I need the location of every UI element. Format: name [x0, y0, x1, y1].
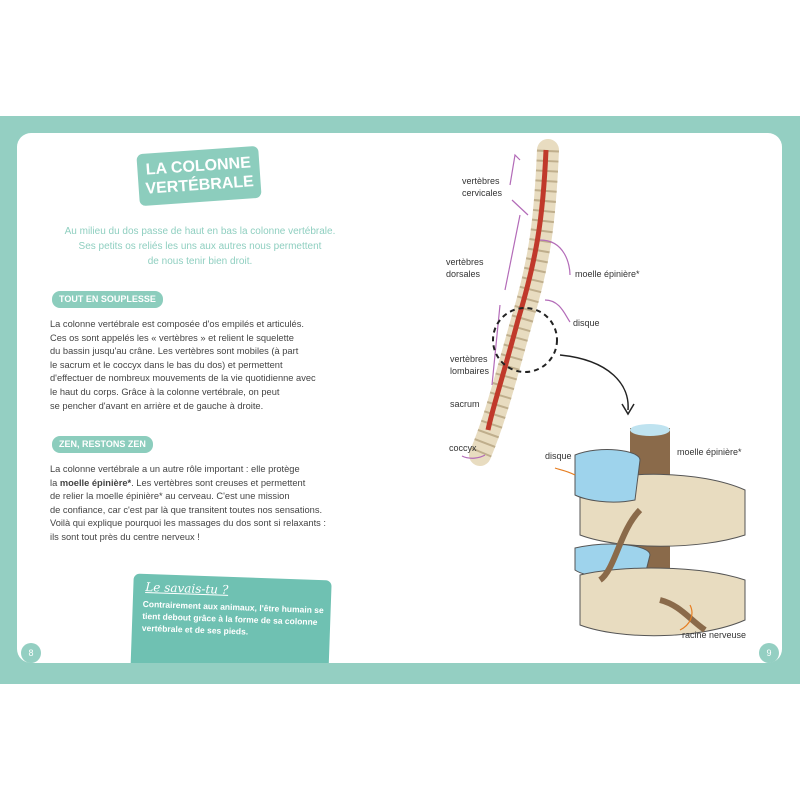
- page-number-right: 9: [759, 643, 779, 663]
- text-line: se pencher d'avant en arrière et de gauc…: [50, 400, 264, 411]
- text-line: ils sont tout près du centre nerveux !: [50, 531, 200, 542]
- label-disque: disque: [573, 318, 600, 328]
- label-line: vertèbres: [446, 257, 484, 267]
- section-heading-souplesse: TOUT EN SOUPLESSE: [52, 291, 163, 308]
- label-racine-nerveuse: racine nerveuse: [682, 630, 747, 640]
- label-vertebres-lombaires: vertèbres lombaires: [450, 353, 489, 377]
- text-line: La colonne vertébrale est composée d'os …: [50, 319, 304, 329]
- text-line: du bassin jusqu'au crâne. Les vertèbres …: [50, 346, 299, 357]
- label-moelle-closeup: moelle épinière*: [677, 447, 742, 457]
- label-line: lombaires: [450, 366, 490, 376]
- label-line: vertèbres: [450, 354, 488, 364]
- arrow: [559, 354, 629, 411]
- section-heading-zen: ZEN, RESTONS ZEN: [52, 436, 153, 453]
- band-bottom: [0, 663, 800, 684]
- text-line: d'effectuer de nombreux mouvements de la…: [50, 373, 316, 384]
- label-sacrum: sacrum: [450, 399, 480, 409]
- text-line: Ces os sont appelés les « vertèbres » et…: [50, 332, 294, 343]
- text: la: [50, 477, 60, 488]
- label-line: dorsales: [446, 269, 481, 279]
- intro-line: de nous tenir bien droit.: [147, 256, 253, 267]
- text-line: le sacrum et le coccyx dans le bas du do…: [50, 359, 283, 370]
- label-vertebres-dorsales: vertèbres dorsales: [446, 256, 484, 280]
- label-vertebres-cervicales: vertèbres cervicales: [462, 175, 502, 199]
- intro-line: Au milieu du dos passe de haut en bas la…: [64, 226, 336, 237]
- label-line: cervicales: [462, 188, 503, 198]
- label-coccyx: coccyx: [449, 443, 477, 453]
- label-moelle-epiniere: moelle épinière*: [575, 269, 640, 279]
- text-line: de relier la moelle épinière* au cerveau…: [50, 491, 290, 502]
- label-disque-closeup: disque: [545, 451, 572, 461]
- text: . Les vertèbres sont creuses et permette…: [131, 477, 306, 488]
- zoom-circle: [492, 307, 558, 373]
- section-souplesse-text: La colonne vertébrale est composée d'os …: [50, 318, 380, 413]
- section-zen-text: La colonne vertébrale a un autre rôle im…: [50, 463, 380, 545]
- text-line: la moelle épinière*. Les vertèbres sont …: [50, 477, 380, 491]
- intro-text: Au milieu du dos passe de haut en bas la…: [55, 224, 345, 269]
- vertebrae-closeup: [554, 424, 746, 637]
- text-line: le haut du corps. Grâce à la colonne ver…: [50, 386, 280, 397]
- text-line: La colonne vertébrale a un autre rôle im…: [50, 464, 300, 474]
- text-line: Voilà qui explique pourquoi les massages…: [50, 518, 326, 529]
- glossary-term: moelle épinière*: [59, 477, 132, 488]
- text-line: de confiance, car c'est par là que trans…: [50, 504, 323, 515]
- spine-column: [469, 139, 559, 466]
- intro-line: Ses petits os reliés les uns aux autres …: [78, 241, 322, 252]
- page-number-left: 8: [21, 643, 41, 663]
- label-line: vertèbres: [462, 176, 500, 186]
- bracket-lines: [461, 153, 571, 459]
